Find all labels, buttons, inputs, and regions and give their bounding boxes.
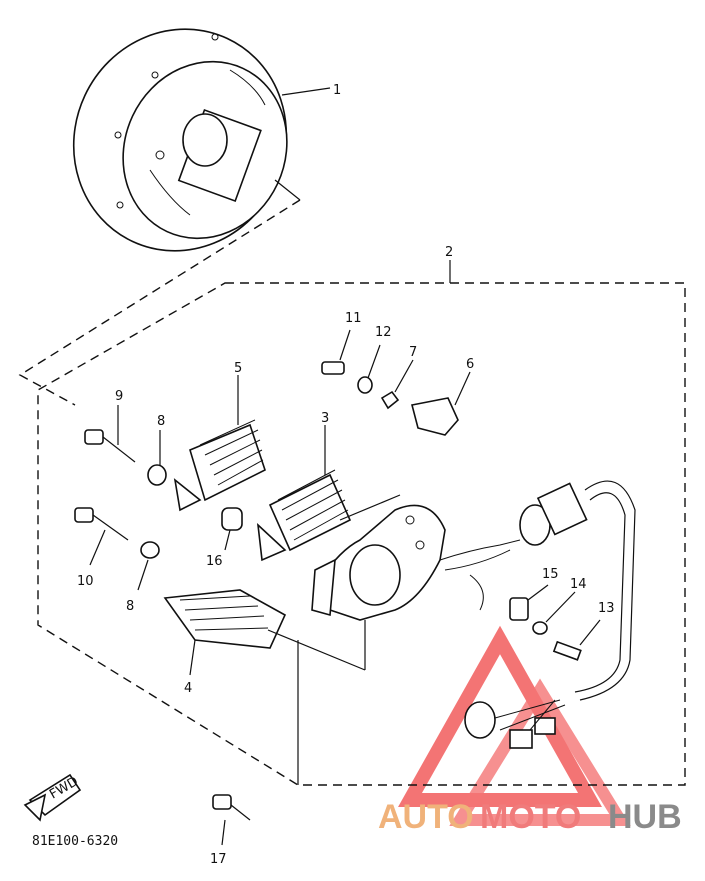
watermark-hub: HUB: [608, 798, 682, 836]
flywheel-rotor: [72, 28, 331, 252]
assembly-guide-line: [18, 199, 301, 406]
callout-10: 10: [77, 574, 94, 589]
callout-14: 14: [570, 577, 587, 592]
watermark-auto: AUTO: [378, 798, 474, 836]
callout-13: 13: [598, 601, 615, 616]
callout-15: 15: [542, 567, 559, 582]
callout-3: 3: [321, 411, 329, 426]
forward-arrow-icon: FWD: [23, 773, 82, 822]
diagram-code: 81E100-6320: [32, 834, 118, 849]
washer-14: [532, 591, 576, 635]
screw-11: [321, 329, 351, 375]
callout-2: 2: [445, 245, 453, 260]
callout-16: 16: [206, 554, 223, 569]
callout-1: 1: [333, 83, 341, 98]
callout-11: 11: [345, 311, 362, 326]
coil-upper: [173, 375, 266, 512]
callout-8-upper: 8: [157, 414, 165, 429]
washer-8-upper: [147, 430, 167, 486]
bracket-6: [411, 371, 471, 436]
callout-17: 17: [210, 852, 227, 867]
callout-6: 6: [466, 357, 474, 372]
callout-9: 9: [115, 389, 123, 404]
bolt-9: [84, 405, 136, 463]
clamp-15: [509, 584, 549, 621]
callout-4: 4: [184, 681, 192, 696]
watermark-moto: MOTO: [480, 798, 581, 836]
bolt-10: [74, 507, 129, 566]
callout-7: 7: [409, 345, 417, 360]
washer-12: [357, 344, 381, 394]
wiring-harness: [439, 480, 636, 749]
screw-13: [552, 619, 601, 661]
callout-12: 12: [375, 325, 392, 340]
coil-middle: [256, 425, 352, 562]
screw-17: [212, 794, 251, 846]
washer-8-lower: [137, 541, 160, 591]
callout-8-lower: 8: [126, 599, 134, 614]
coil-lower: [163, 589, 287, 676]
stator-assembly-boundary: [37, 282, 686, 786]
nut-7: [380, 359, 414, 410]
stator-plate: [311, 504, 446, 621]
collar-16: [221, 507, 243, 551]
callout-5: 5: [234, 361, 242, 376]
